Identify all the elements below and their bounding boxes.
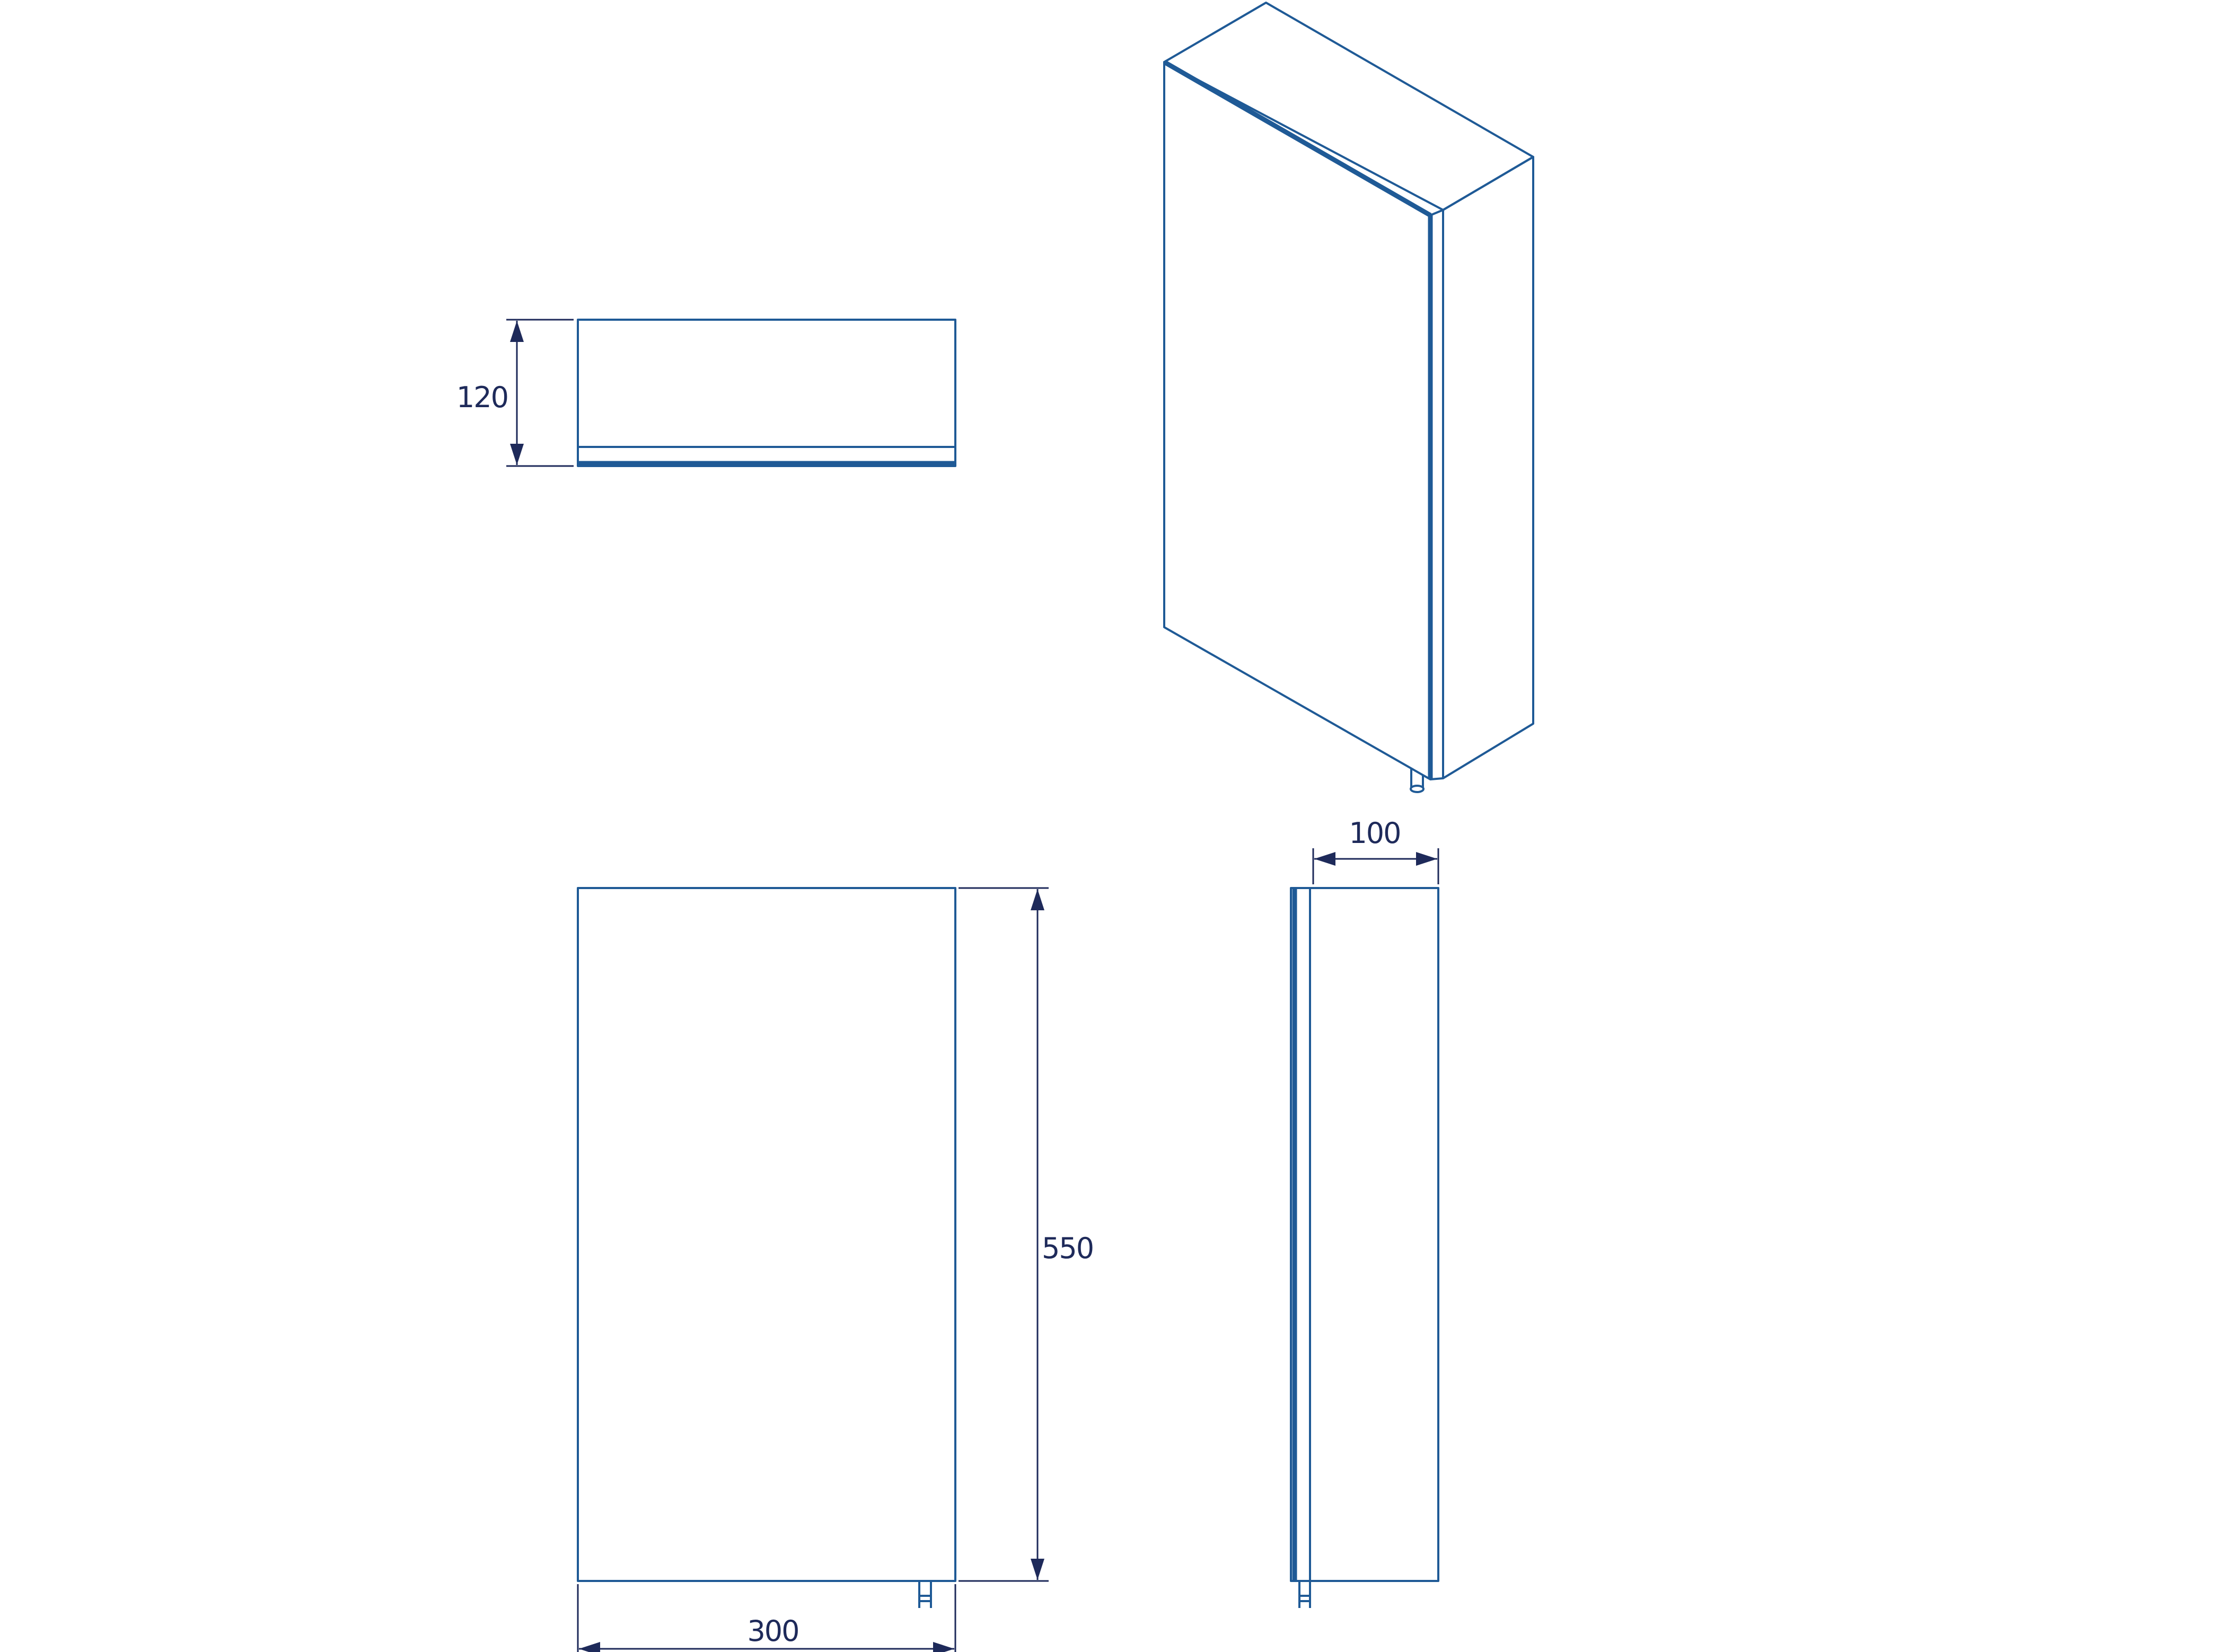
side-view-body [1290,887,1439,1582]
iso-cabinet-top [1163,2,1534,211]
front-view [577,887,956,1608]
dimension-label-550: 550 [1042,1232,1093,1265]
side-view [1290,887,1439,1608]
dimension-width-300: 300 [577,1584,956,1652]
iso-door-knob [1410,768,1425,793]
front-view-knob [918,1582,932,1608]
dimension-depth-100: 100 [1312,816,1439,884]
iso-cabinet-side [1442,156,1534,779]
dimension-depth-120: 120 [456,319,574,467]
top-view [577,319,956,467]
side-view-knob [1298,1582,1311,1608]
iso-door-top-edge [1163,60,1432,217]
dimension-label-100: 100 [1349,816,1400,850]
dimension-height-550: 550 [959,887,1094,1582]
dimension-label-120: 120 [456,381,508,414]
front-view-door [577,887,956,1582]
iso-door-front [1163,61,1431,780]
isometric-view [1163,2,1534,793]
dimension-label-300: 300 [747,1614,798,1648]
top-view-body [577,319,956,467]
